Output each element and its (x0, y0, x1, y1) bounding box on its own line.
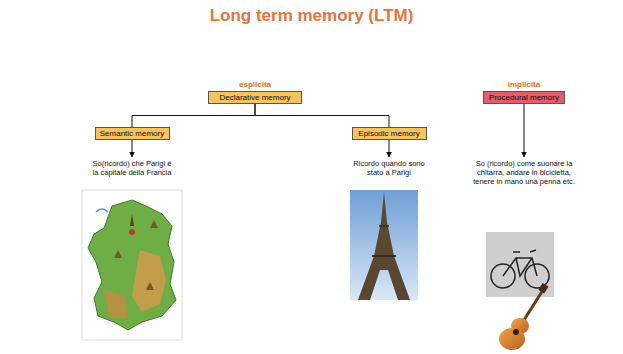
declarative-box: esplicitaDeclarative memory (208, 91, 302, 104)
example-label: Ricordo quando sono stato a Parigi (353, 159, 424, 177)
memory-type-label: esplicita (179, 79, 331, 90)
example-text: So (ricordo) come suonare la chitarra, a… (468, 159, 580, 186)
memory-type-label: implicita (454, 79, 594, 90)
guitar-image (499, 283, 549, 350)
example-label: So(ricordo) che Parigi è la capitale del… (93, 159, 172, 177)
box-label: Procedural memory (489, 93, 559, 102)
example-text: Ricordo quando sono stato a Parigi (349, 159, 429, 177)
procedural-box: implicitaProcedural memory (483, 91, 565, 104)
slide-title: Long term memory (LTM) (0, 6, 623, 26)
arrow (389, 140, 390, 157)
eiffel-tower-photo (350, 190, 418, 300)
branch-line (255, 104, 389, 127)
example-label: So (ricordo) come suonare la chitarra, a… (473, 159, 575, 186)
france-map (82, 190, 182, 340)
semantic-box: Semantic memory (95, 127, 170, 140)
box-label: Declarative memory (219, 93, 290, 102)
box-label: Episodic memory (358, 129, 419, 138)
bicycle-photo (486, 232, 554, 297)
arrow (132, 140, 133, 157)
arrow (524, 104, 525, 157)
box-label: Semantic memory (100, 129, 164, 138)
example-text: So(ricordo) che Parigi è la capitale del… (92, 159, 172, 177)
episodic-box: Episodic memory (352, 127, 427, 140)
branch-line (132, 104, 255, 127)
